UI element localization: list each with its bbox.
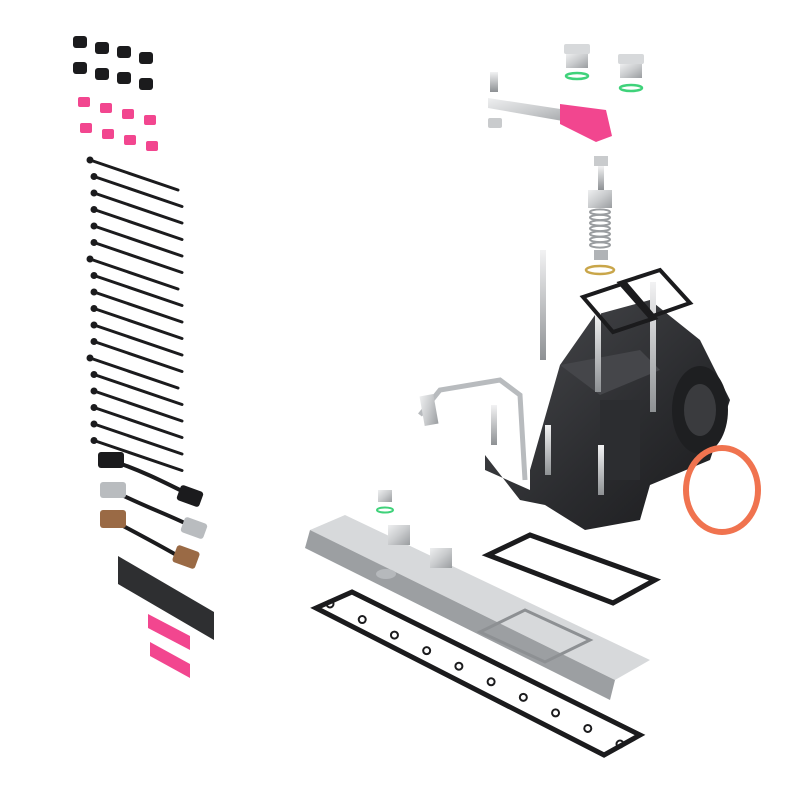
rubber-cap-icon bbox=[100, 103, 112, 113]
zip-tie-icon bbox=[92, 241, 184, 274]
rubber-cap-icon bbox=[139, 78, 153, 90]
zip-tie-icon bbox=[92, 224, 184, 258]
rubber-cap-icon bbox=[124, 135, 136, 145]
zip-tie-icon bbox=[92, 208, 184, 241]
rubber-cap-icon bbox=[73, 62, 87, 74]
rubber-cap-icon bbox=[102, 129, 114, 139]
pigtail-black bbox=[98, 452, 204, 507]
heat-shrink-group bbox=[118, 556, 214, 678]
manifold-bolts bbox=[491, 250, 656, 495]
orange-gasket bbox=[683, 445, 761, 535]
block-off-plate bbox=[305, 490, 650, 700]
zip-tie-icon bbox=[88, 356, 180, 390]
black-caps-group bbox=[73, 36, 153, 90]
rubber-cap-icon bbox=[73, 36, 87, 48]
pigtail-harnesses bbox=[98, 452, 208, 569]
zip-tie-icon bbox=[92, 290, 184, 324]
pigtail-tan bbox=[100, 510, 200, 569]
pigtail-gray bbox=[100, 482, 208, 539]
lower-gaskets bbox=[310, 532, 662, 758]
rubber-cap-icon bbox=[122, 109, 134, 119]
zip-ties-group bbox=[86, 156, 184, 472]
zip-tie-icon bbox=[92, 422, 184, 456]
pink-caps-group bbox=[78, 97, 158, 151]
zip-tie-icon bbox=[92, 373, 184, 406]
oil-feed-line bbox=[418, 377, 528, 481]
heat-shrink-pink-1 bbox=[148, 614, 190, 650]
upper-flange-gaskets bbox=[579, 267, 694, 335]
zip-tie-icon bbox=[92, 191, 184, 225]
rubber-cap-icon bbox=[78, 97, 90, 107]
rubber-cap-icon bbox=[117, 46, 131, 58]
zip-tie-icon bbox=[92, 340, 184, 373]
zip-tie-icon bbox=[92, 274, 184, 307]
zip-tie-icon bbox=[92, 389, 184, 423]
zip-tie-icon bbox=[88, 158, 180, 192]
pink-boot bbox=[560, 104, 612, 142]
rubber-cap-icon bbox=[139, 52, 153, 64]
zip-tie-icon bbox=[88, 257, 180, 291]
rubber-cap-icon bbox=[80, 123, 92, 133]
zip-tie-icon bbox=[92, 406, 184, 439]
heat-shrink-black bbox=[118, 556, 214, 640]
rubber-cap-icon bbox=[95, 42, 109, 54]
pipe-plug-1 bbox=[564, 44, 590, 81]
rubber-cap-icon bbox=[117, 72, 131, 84]
zip-tie-icon bbox=[92, 439, 184, 472]
pipe-plugs-top bbox=[564, 44, 644, 93]
heat-shrink-pink-2 bbox=[150, 642, 190, 678]
zip-tie-icon bbox=[92, 307, 184, 340]
pipe-plug-2 bbox=[618, 54, 644, 93]
turbo-manifold bbox=[418, 250, 730, 530]
zip-tie-icon bbox=[92, 323, 184, 357]
rubber-cap-icon bbox=[144, 115, 156, 125]
zip-tie-icon bbox=[92, 175, 184, 208]
valve-cartridge bbox=[584, 156, 616, 276]
bracket-rod-assembly bbox=[488, 72, 612, 142]
rubber-cap-icon bbox=[146, 141, 158, 151]
rubber-cap-icon bbox=[95, 68, 109, 80]
